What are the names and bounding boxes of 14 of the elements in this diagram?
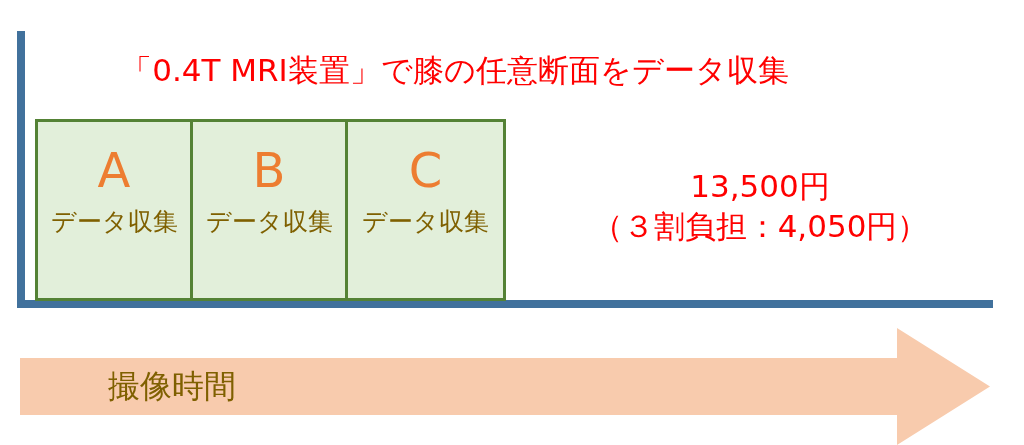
stage-label: データ収集 xyxy=(362,206,489,238)
stage-letter: C xyxy=(408,144,443,196)
stage-label: データ収集 xyxy=(205,206,333,238)
title-text: 「0.4T MRI装置」で膝の任意断面をデータ収集 xyxy=(120,51,790,90)
stage-letter: B xyxy=(252,144,286,196)
price-text: 13,500円 xyxy=(690,167,830,206)
price-text: （３割負担：4,050円） xyxy=(591,207,929,246)
stage-box xyxy=(35,119,193,301)
time-label: 撮像時間 xyxy=(108,366,236,406)
block-arrow xyxy=(20,328,990,445)
stage-box xyxy=(345,119,506,301)
stage-box xyxy=(190,119,348,301)
stage-label: データ収集 xyxy=(50,206,178,238)
stage-letter: A xyxy=(97,144,131,196)
